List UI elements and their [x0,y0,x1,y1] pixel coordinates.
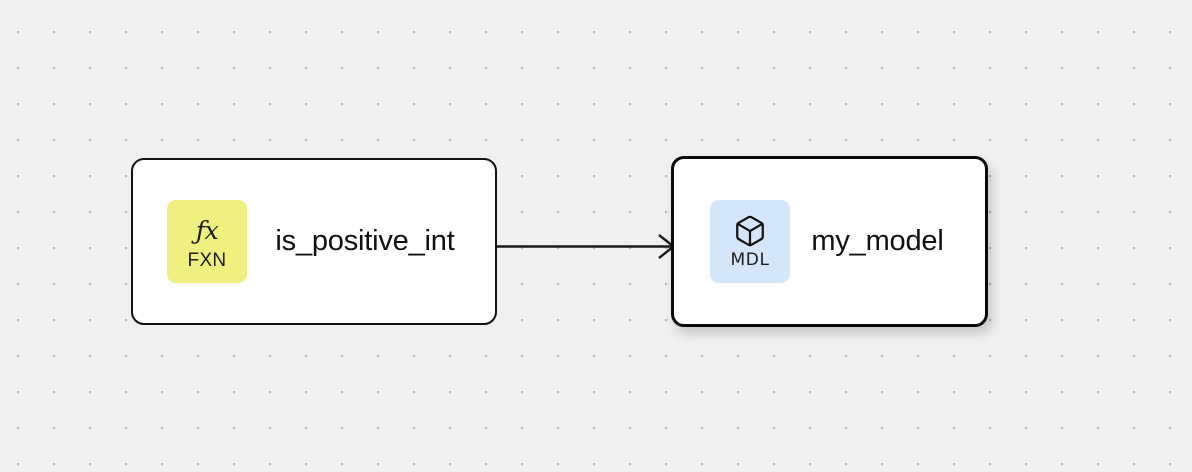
edge-fxn-to-mdl[interactable] [497,234,676,259]
cube-icon-svg [736,215,764,247]
node-badge-mdl: MDL [710,200,790,283]
node-badge-caption: FXN [187,250,227,271]
function-glyph: ƒ [195,215,205,245]
cube-icon [733,214,767,248]
graph-node-my-model[interactable]: MDL my_model [671,156,988,327]
function-glyph-suffix: x [204,215,219,245]
node-badge-caption: MDL [730,250,770,270]
node-title: is_positive_int [275,225,455,257]
node-title: my_model [811,225,944,257]
